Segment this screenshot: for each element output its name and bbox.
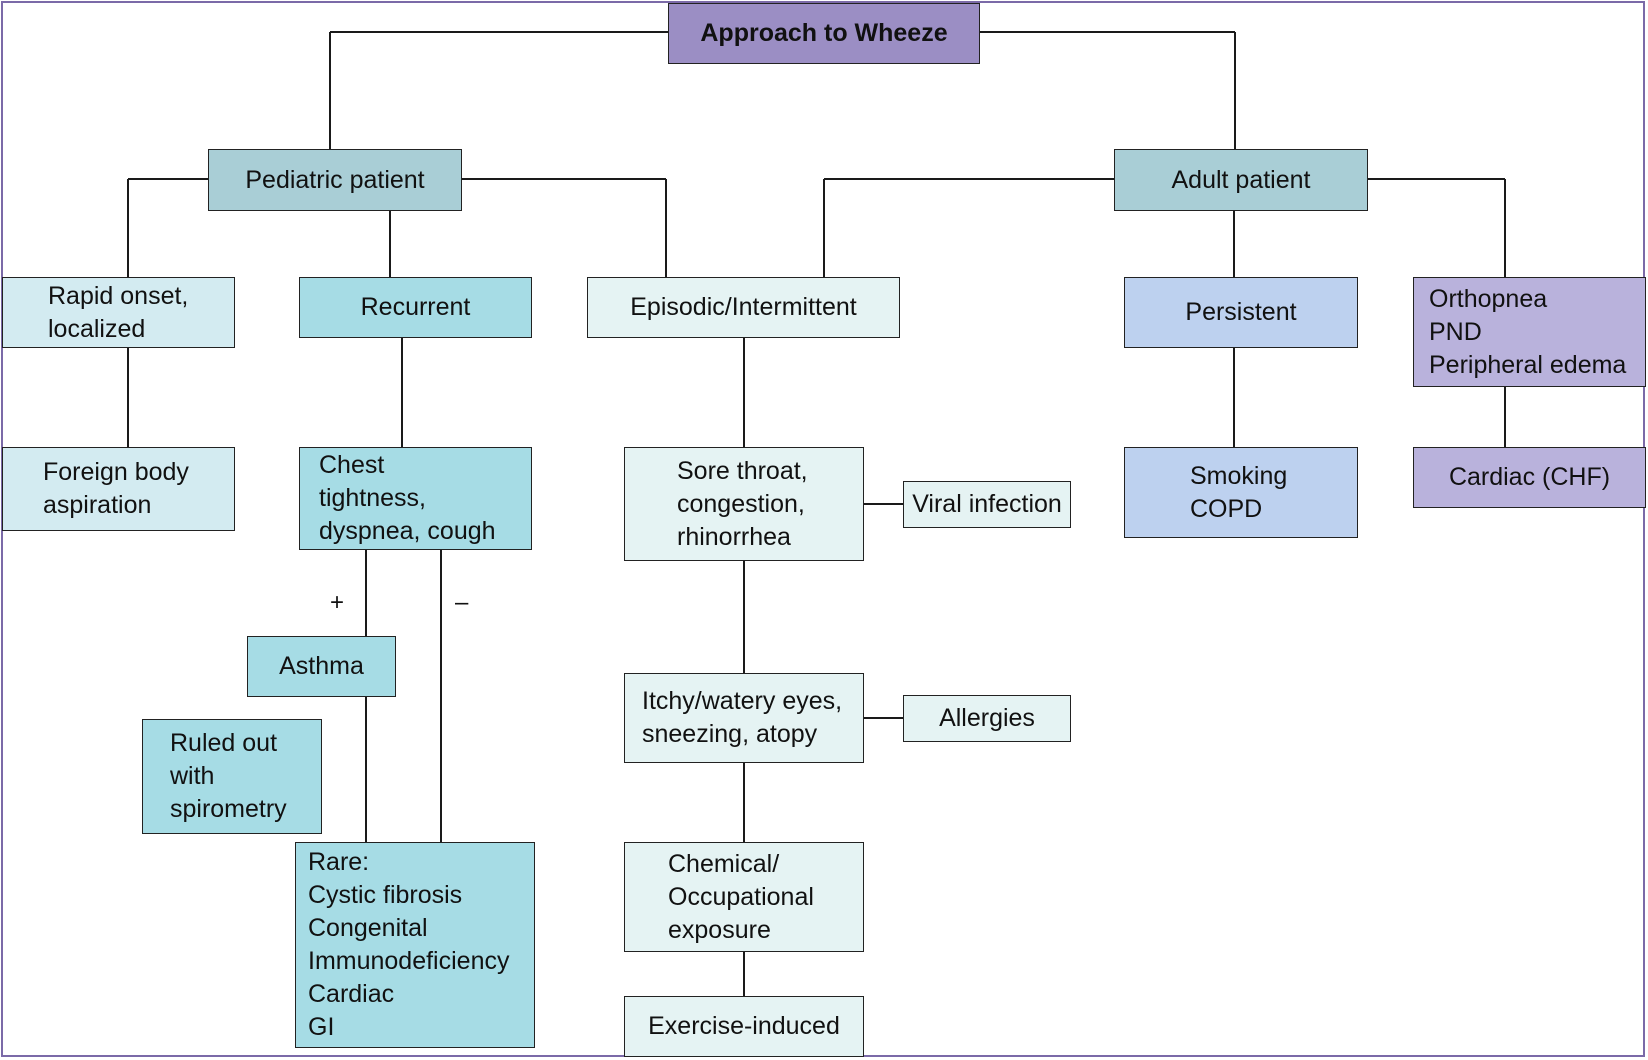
chemical-exposure-node: Chemical/ Occupational exposure bbox=[624, 842, 864, 952]
node-text: localized bbox=[48, 314, 146, 343]
negative-sign: – bbox=[455, 589, 469, 616]
node-text: Foreign body bbox=[43, 458, 189, 486]
rare-causes-node: Rare: Cystic fibrosis Congenital Immunod… bbox=[295, 842, 535, 1048]
root-node: Approach to Wheeze bbox=[668, 3, 980, 64]
node-text: dyspnea, cough bbox=[319, 517, 496, 545]
itchy-eyes-node: Itchy/watery eyes, sneezing, atopy bbox=[624, 673, 864, 763]
rapid-onset-node: Rapid onset, localized bbox=[2, 277, 235, 348]
node-text: Adult patient bbox=[1171, 165, 1311, 194]
root-title: Approach to Wheeze bbox=[700, 19, 948, 47]
node-text: Recurrent bbox=[360, 293, 471, 321]
node-text: Itchy/watery eyes, bbox=[642, 687, 843, 715]
node-text: Smoking bbox=[1190, 461, 1288, 490]
node-text: Immunodeficiency bbox=[308, 947, 510, 975]
chest-tightness-node: Chest tightness, dyspnea, cough bbox=[299, 447, 532, 550]
node-text: Asthma bbox=[279, 652, 364, 680]
pediatric-patient-node: Pediatric patient bbox=[208, 149, 462, 211]
viral-infection-node: Viral infection bbox=[903, 481, 1071, 528]
node-text: GI bbox=[308, 1013, 335, 1041]
node-text: Episodic/Intermittent bbox=[630, 293, 857, 321]
node-text: Peripheral edema bbox=[1429, 350, 1627, 379]
node-text: Cystic fibrosis bbox=[308, 881, 463, 909]
node-text: PND bbox=[1429, 317, 1482, 346]
node-text: Rapid onset, bbox=[48, 281, 189, 310]
persistent-node: Persistent bbox=[1124, 277, 1358, 348]
node-text: aspiration bbox=[43, 491, 152, 519]
node-text: Exercise-induced bbox=[648, 1012, 840, 1040]
positive-sign: + bbox=[330, 589, 345, 616]
node-text: spirometry bbox=[170, 795, 287, 823]
node-text: rhinorrhea bbox=[677, 522, 791, 551]
node-text: Chest bbox=[319, 451, 385, 479]
node-text: Viral infection bbox=[912, 490, 1062, 518]
asthma-node: Asthma bbox=[247, 636, 396, 697]
node-text: Ruled out bbox=[170, 729, 278, 757]
node-text: sneezing, atopy bbox=[642, 720, 818, 748]
node-text: Cardiac bbox=[308, 980, 395, 1008]
node-text: Allergies bbox=[939, 704, 1035, 732]
node-text: Chemical/ bbox=[668, 849, 780, 878]
ruled-out-node: Ruled out with spirometry bbox=[142, 719, 322, 834]
node-text: Cardiac (CHF) bbox=[1448, 463, 1611, 491]
node-text: congestion, bbox=[677, 489, 805, 518]
node-text: exposure bbox=[668, 915, 771, 944]
cardiac-chf-node: Cardiac (CHF) bbox=[1413, 447, 1646, 508]
node-text: with bbox=[170, 762, 215, 790]
adult-patient-node: Adult patient bbox=[1114, 149, 1368, 211]
orthopnea-node: Orthopnea PND Peripheral edema bbox=[1413, 277, 1646, 387]
node-text: tightness, bbox=[319, 484, 427, 512]
node-text: Rare: bbox=[308, 848, 370, 876]
node-text: Sore throat, bbox=[677, 456, 808, 485]
node-text: Pediatric patient bbox=[245, 165, 425, 194]
sore-throat-node: Sore throat, congestion, rhinorrhea bbox=[624, 447, 864, 561]
smoking-copd-node: Smoking COPD bbox=[1124, 447, 1358, 538]
episodic-node: Episodic/Intermittent bbox=[587, 277, 900, 338]
node-text: Persistent bbox=[1185, 298, 1297, 326]
node-text: COPD bbox=[1190, 494, 1263, 523]
exercise-induced-node: Exercise-induced bbox=[624, 996, 864, 1057]
node-text: Congenital bbox=[308, 914, 428, 942]
node-text: Occupational bbox=[668, 882, 814, 911]
allergies-node: Allergies bbox=[903, 695, 1071, 742]
recurrent-node: Recurrent bbox=[299, 277, 532, 338]
node-text: Orthopnea bbox=[1429, 284, 1548, 313]
foreign-body-node: Foreign body aspiration bbox=[2, 447, 235, 531]
